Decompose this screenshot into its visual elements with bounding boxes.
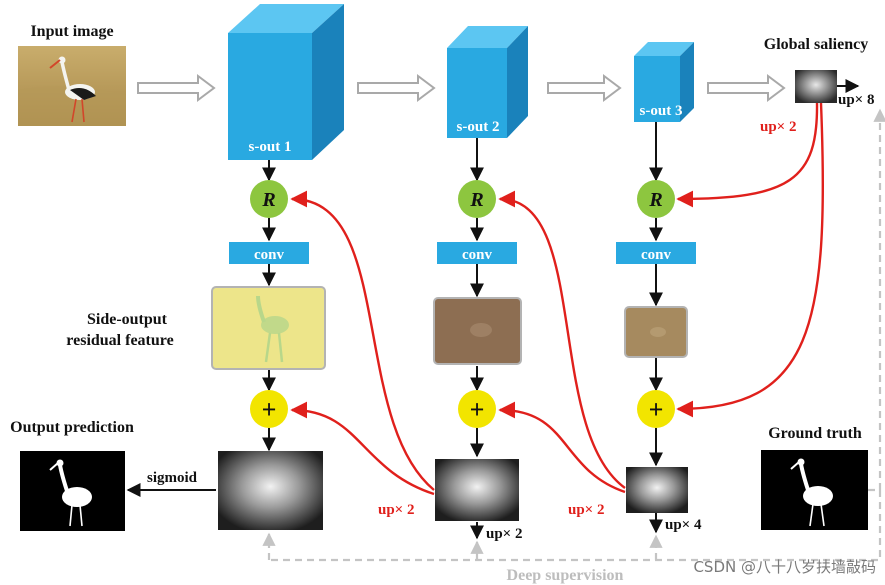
sout-2-label: s-out 2 [457, 119, 500, 135]
input-image-label: Input image [30, 23, 113, 40]
up8-label: up× 8 [838, 92, 874, 108]
ground-truth-label: Ground truth [768, 425, 862, 442]
svg-text:+: + [262, 395, 277, 424]
flow-arrow-2 [357, 74, 436, 102]
stage2-up2-label: up× 2 [378, 502, 414, 518]
residual-feature-3 [624, 306, 688, 358]
side-output-label-line2: residual feature [66, 332, 173, 349]
input-image [18, 46, 126, 126]
flow-arrow-4 [707, 74, 786, 102]
cube-stage-3: s-out 3 [634, 42, 694, 122]
cube-stage-2: s-out 2 [447, 26, 528, 138]
deep-supervision-lines [262, 108, 885, 562]
flow-arrow-1 [137, 74, 216, 102]
plus-block-1: + [250, 390, 288, 428]
ground-truth-image [761, 450, 868, 530]
global-up2-label: up× 2 [760, 119, 796, 135]
r-block-2: R [458, 180, 496, 218]
global-saliency-label: Global saliency [764, 36, 868, 53]
r-block-3: R [637, 180, 675, 218]
svg-text:conv: conv [462, 247, 493, 263]
side-output-label-line1: Side-output [87, 311, 168, 328]
plus-block-2: + [458, 390, 496, 428]
svg-text:+: + [470, 395, 485, 424]
watermark: CSDN @八十八岁扶墙敲码 [693, 558, 876, 576]
conv-block-3: conv [616, 242, 696, 264]
red-connections [290, 102, 825, 496]
stage2-up2-bottom-label: up× 2 [486, 526, 522, 542]
sigmoid-label: sigmoid [147, 470, 198, 486]
plus-block-3: + [637, 390, 675, 428]
stage-output-1 [218, 451, 323, 530]
svg-text:conv: conv [254, 247, 285, 263]
output-prediction-label: Output prediction [10, 419, 134, 436]
deep-supervision-label: Deep supervision [507, 567, 624, 584]
residual-feature-1 [211, 286, 326, 370]
global-saliency-map [795, 70, 837, 103]
svg-text:conv: conv [641, 247, 672, 263]
output-prediction-image [20, 451, 125, 531]
cube-stage-1: s-out 1 [228, 4, 344, 160]
residual-feature-2 [433, 297, 522, 365]
flow-arrow-3 [547, 74, 622, 102]
stage3-up2-label: up× 2 [568, 502, 604, 518]
svg-text:R: R [261, 189, 275, 211]
stage-output-2 [435, 459, 519, 521]
stage3-up4-label: up× 4 [665, 517, 702, 533]
svg-text:R: R [469, 189, 483, 211]
stage-output-3 [626, 467, 688, 513]
r-block-1: R [250, 180, 288, 218]
sout-3-label: s-out 3 [640, 103, 683, 119]
conv-block-1: conv [229, 242, 309, 264]
conv-block-2: conv [437, 242, 517, 264]
sout-1-label: s-out 1 [249, 139, 292, 155]
svg-text:R: R [648, 189, 662, 211]
svg-text:+: + [649, 395, 664, 424]
